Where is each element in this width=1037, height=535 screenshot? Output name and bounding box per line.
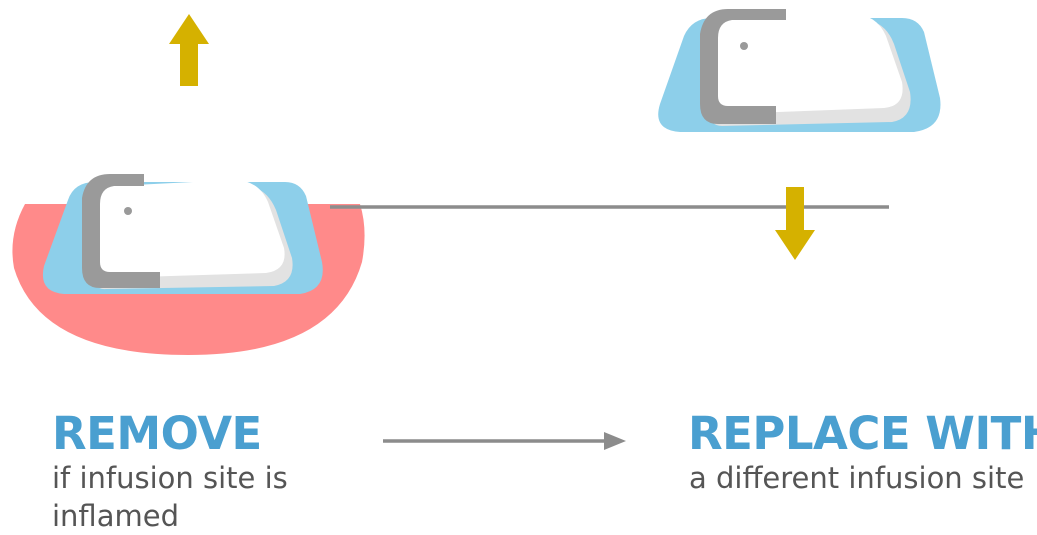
new-infusion-pod-icon [658,9,941,132]
remove-heading: REMOVE [52,407,262,460]
old-pod-indicator-dot [124,207,132,215]
remove-caption-line-2: inflamed [52,499,179,533]
remove-caption: if infusion site is inflamed [52,459,288,535]
up-arrow-icon [169,14,209,86]
old-infusion-pod-icon [42,174,323,294]
new-pod-body [712,13,903,114]
new-pod-clip [700,9,786,124]
down-arrow-icon [775,187,815,260]
remove-caption-line-1: if infusion site is [52,461,288,495]
old-pod-body [94,179,285,279]
right-arrow-icon [383,432,626,450]
replace-heading: REPLACE WITH [688,407,1037,460]
replace-caption: a different infusion site [689,461,1025,495]
new-pod-indicator-dot [740,42,748,50]
old-pod-clip [82,174,160,288]
